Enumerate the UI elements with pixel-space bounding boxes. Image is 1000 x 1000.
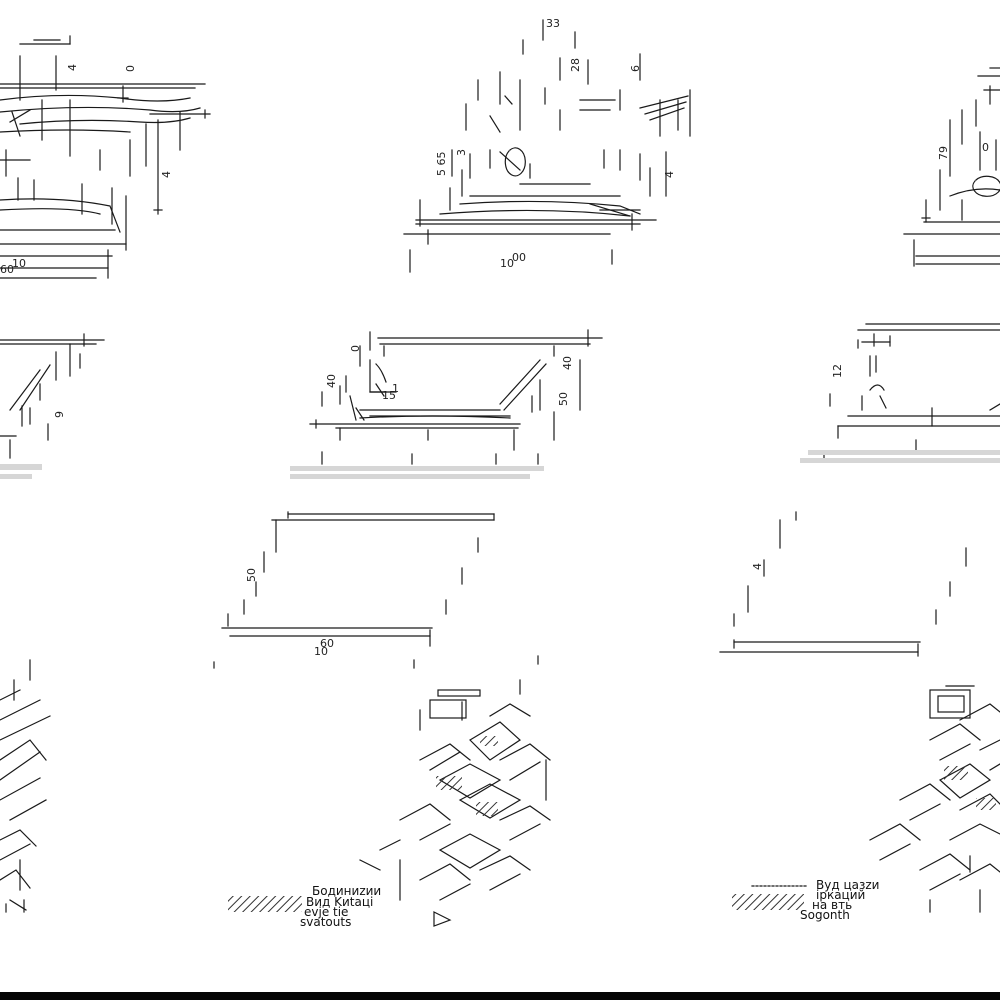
legend-right-line1: Вуд цазzи (816, 878, 880, 892)
panel-mid-left-section (0, 333, 105, 459)
dim-label: 40 (561, 356, 574, 370)
legend-left-line1: Бодиниzии (312, 884, 382, 898)
dim-label: 12 (831, 364, 844, 378)
dim-label: 10 (500, 257, 514, 270)
legend-right-line4: Sogonth (800, 908, 850, 922)
legend-right-line2: іркаций (816, 888, 866, 902)
panel-top-right-side (903, 67, 1000, 267)
dim-label: 10 (12, 257, 26, 270)
dim-label: 0 (349, 345, 362, 352)
dim-label: 50 (557, 392, 570, 406)
legend-right-line3: на вть (812, 898, 853, 912)
dim-label: 4 (66, 64, 79, 71)
dim-label: 00 (512, 251, 526, 264)
panel-mid-center-section (309, 329, 603, 465)
legend-left-line3: evje tie (304, 905, 349, 919)
dim-label: 9 (53, 411, 66, 418)
dim-label: 0 (124, 65, 137, 72)
dim-label: 1 (392, 382, 399, 395)
dim-label: 10 (314, 645, 328, 658)
dim-label: 60 (320, 637, 334, 650)
panel-bottom-left-iso (0, 659, 51, 913)
dim-label: 4 (751, 563, 764, 570)
dim-label: 15 (382, 389, 396, 402)
legend-right-hatch-swatch (732, 894, 804, 910)
panel-top-center-front (403, 19, 691, 273)
legend-left-line4: svatouts (300, 915, 352, 929)
legend-left-hatch-swatch (228, 896, 302, 912)
dim-label: 28 (569, 58, 582, 72)
dim-label: 3 (455, 149, 468, 156)
dim-label: 4 (160, 171, 173, 178)
panel-lower-center-outline (213, 511, 539, 669)
legend-left-line2: Вид Kиtаці (306, 895, 374, 909)
dim-label: 0 (982, 141, 989, 154)
dim-label: 40 (325, 374, 338, 388)
dim-label: 79 (937, 146, 950, 160)
panel-mid-right-section (823, 323, 1000, 459)
dim-label: 4 (663, 171, 676, 178)
dim-label: 60 (0, 263, 14, 276)
panel-lower-right-outline (719, 511, 967, 657)
dim-label: 5 65 (435, 151, 448, 177)
panel-bottom-center-iso (359, 679, 551, 927)
bottom-black-bar (0, 992, 1000, 1000)
dim-label: 50 (245, 568, 258, 582)
panel-top-left-profile (0, 35, 211, 279)
dim-label: 6 (629, 65, 642, 72)
dim-label: 33 (546, 17, 560, 30)
